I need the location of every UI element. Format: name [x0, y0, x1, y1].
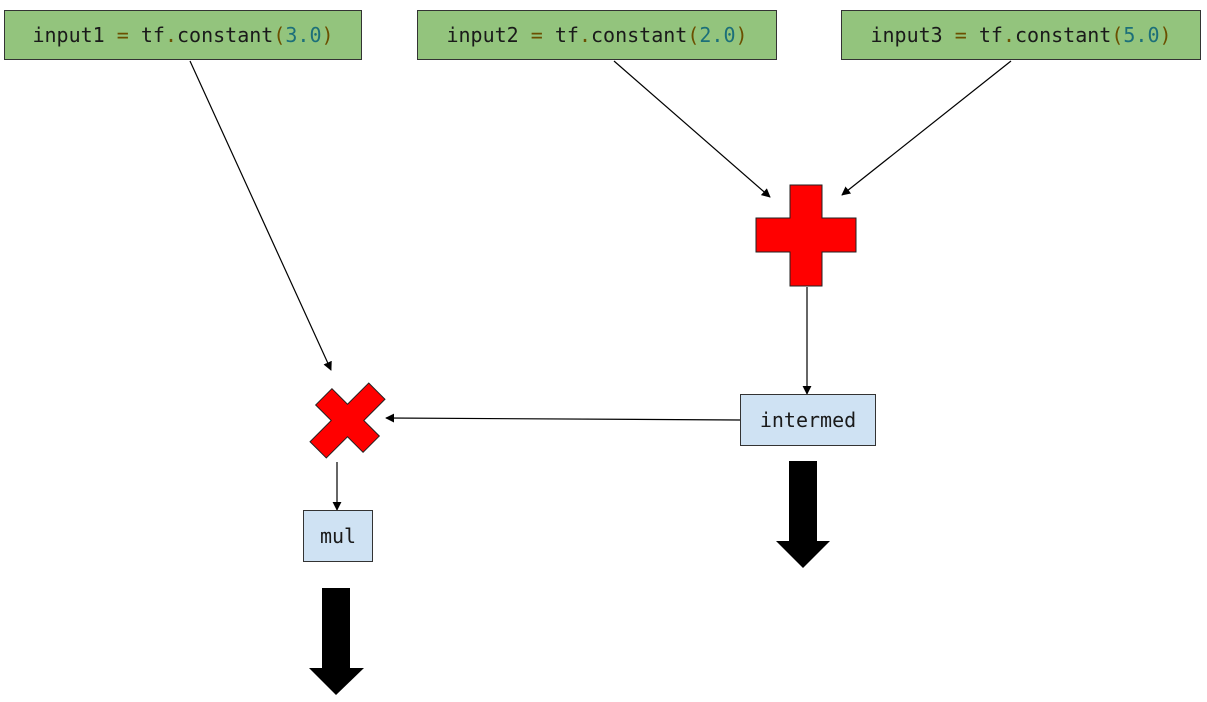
input2-module: tf — [554, 23, 579, 47]
input3-assign: = — [954, 23, 967, 47]
input1-value: 3.0 — [285, 23, 322, 47]
multiply-icon — [309, 382, 386, 459]
input2-open: ( — [687, 23, 700, 47]
down-arrow-icon — [309, 588, 364, 695]
input2-code-box: input2 = tf.constant(2.0) — [417, 10, 777, 60]
intermed-label: intermed — [759, 408, 857, 432]
input1-close: ) — [321, 23, 334, 47]
mul-node: mul — [303, 510, 373, 562]
input3-open: ( — [1111, 23, 1124, 47]
edge-input3-to-add — [841, 60, 1012, 196]
mul-label: mul — [319, 524, 357, 548]
input3-var: input3 — [870, 23, 943, 47]
input2-var: input2 — [446, 23, 519, 47]
input1-func: constant — [176, 23, 274, 47]
edge-input2-to-add — [613, 60, 771, 198]
input1-open: ( — [273, 23, 286, 47]
input3-func: constant — [1014, 23, 1112, 47]
input2-func: constant — [590, 23, 688, 47]
input3-dot: . — [1002, 23, 1015, 47]
down-arrow-icon — [776, 461, 830, 568]
input3-module: tf — [978, 23, 1003, 47]
intermed-node: intermed — [740, 394, 876, 446]
edge-input1-to-mul — [189, 60, 332, 371]
input2-assign: = — [530, 23, 543, 47]
input2-close: ) — [735, 23, 748, 47]
input3-close: ) — [1159, 23, 1172, 47]
edge-intermed-to-mul — [385, 413, 741, 423]
input1-code-box: input1 = tf.constant(3.0) — [4, 10, 362, 60]
input1-dot: . — [164, 23, 177, 47]
input1-module: tf — [140, 23, 165, 47]
input1-assign: = — [116, 23, 129, 47]
input1-var: input1 — [32, 23, 105, 47]
input2-value: 2.0 — [699, 23, 736, 47]
input2-dot: . — [578, 23, 591, 47]
plus-icon — [755, 184, 857, 287]
input3-code-box: input3 = tf.constant(5.0) — [841, 10, 1201, 60]
input3-value: 5.0 — [1123, 23, 1160, 47]
